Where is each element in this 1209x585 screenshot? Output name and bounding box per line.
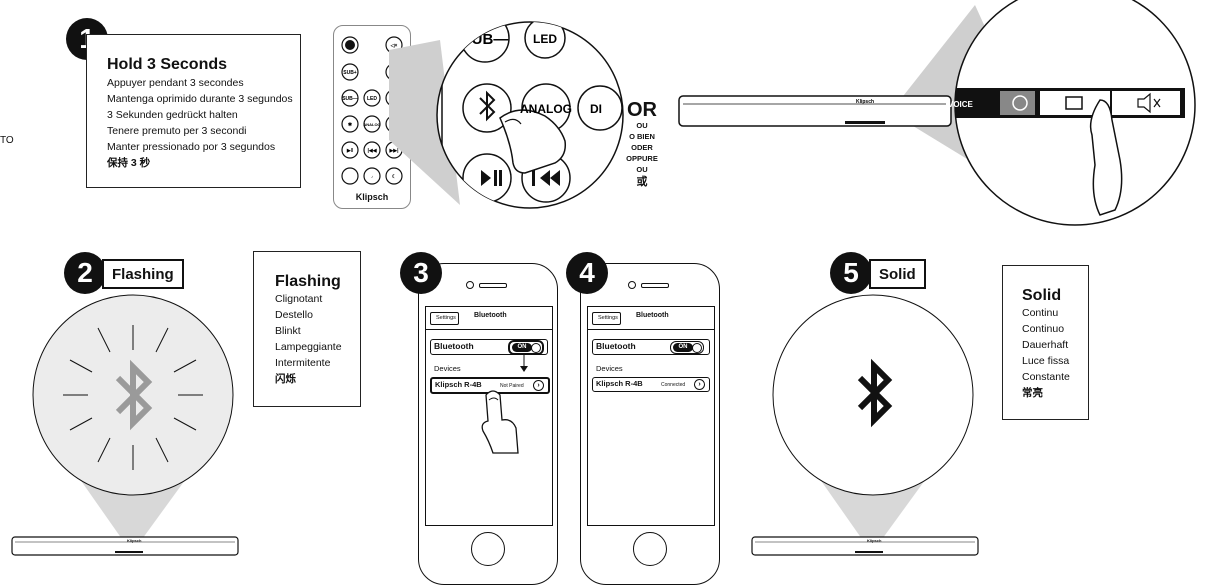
remote-optical: OPT bbox=[390, 122, 399, 127]
step2-es: Destello bbox=[275, 309, 313, 321]
step1-instruction-box: Hold 3 Seconds Appuyer pendant 3 seconde… bbox=[86, 34, 301, 188]
step2-tag: Flashing bbox=[102, 259, 184, 289]
step3-bluetooth-label: Bluetooth bbox=[434, 341, 474, 351]
step4-bluetooth-toggle[interactable]: ON bbox=[670, 341, 704, 354]
step3-bluetooth-toggle[interactable]: ON bbox=[508, 340, 544, 355]
step4-device-status: Connected bbox=[661, 382, 686, 388]
step2-fr: Clignotant bbox=[275, 293, 323, 305]
step5-translation-box: Solid Continu Continuo Dauerhaft Luce fi… bbox=[1002, 265, 1089, 420]
step5-de: Dauerhaft bbox=[1022, 339, 1069, 351]
step3-device-name: Klipsch R-4B bbox=[435, 380, 482, 389]
step5-number: 5 bbox=[830, 252, 872, 294]
step2-translation-box: Flashing Clignotant Destello Blinkt Lamp… bbox=[253, 251, 361, 407]
svg-text:▶‖: ▶‖ bbox=[346, 148, 354, 154]
svg-text:◀): ◀) bbox=[390, 96, 397, 102]
step3-bluetooth-row: Bluetooth ON bbox=[430, 339, 548, 355]
step5-pt: Constante bbox=[1022, 371, 1070, 383]
remote-buttons-graphic: SUB+ SUB— LED ANALOG OPT ◁× ◀) ◀) ✱ ▶‖ |◀◀ ▶… bbox=[341, 36, 403, 185]
soundbar-brand-top: Klipsch bbox=[856, 99, 874, 105]
step3-device-status: Not Paired bbox=[500, 383, 524, 389]
or-block: OR OU O BIEN ODER OPPURE OU 或 bbox=[620, 100, 664, 189]
step5-soundbar-brand: Klipsch bbox=[867, 538, 882, 543]
remote-brand: Klipsch bbox=[355, 192, 389, 202]
step4-bluetooth-row: Bluetooth ON bbox=[592, 339, 710, 355]
step4-toggle-on-text: ON bbox=[673, 343, 693, 352]
step1-line-es: Mantenga oprimido durante 3 segundos bbox=[107, 93, 293, 105]
step3-nav-title: Bluetooth bbox=[474, 312, 507, 319]
step2-de: Blinkt bbox=[275, 325, 301, 337]
step3-settings-back-button[interactable]: Settings bbox=[430, 312, 459, 325]
zoom-led-label: LED bbox=[533, 32, 557, 46]
step5-it: Luce fissa bbox=[1022, 355, 1070, 367]
step3-toggle-on-text: ON bbox=[512, 343, 532, 352]
remote-analog: ANALOG bbox=[363, 122, 380, 127]
zoom-digital-label: DI bbox=[590, 102, 602, 116]
panel-voice-label: VOICE bbox=[948, 100, 974, 109]
step1-line-de: 3 Sekunden gedrückt halten bbox=[107, 109, 238, 121]
step4-screen: Settings Bluetooth Bluetooth ON Devices … bbox=[587, 306, 715, 526]
remote-control: SUB+ SUB— LED ANALOG OPT ◁× ◀) ◀) ✱ ▶‖ |◀◀ ▶… bbox=[333, 25, 411, 209]
step5-es: Continuo bbox=[1022, 323, 1065, 335]
step1-line-zh: 保持 3 秒 bbox=[107, 157, 151, 169]
step2-box-title: Flashing bbox=[275, 273, 341, 290]
or-es: O BIEN bbox=[629, 132, 655, 141]
step3-screen: Settings Bluetooth Bluetooth ON Devices … bbox=[425, 306, 553, 526]
step4-settings-back-button[interactable]: Settings bbox=[592, 312, 621, 325]
svg-text:◀): ◀) bbox=[390, 70, 397, 76]
step5-box-title: Solid bbox=[1022, 287, 1062, 304]
step2-it: Lampeggiante bbox=[275, 341, 342, 353]
step3-number: 3 bbox=[400, 252, 442, 294]
step3-phone: Settings Bluetooth Bluetooth ON Devices … bbox=[418, 263, 558, 585]
step4-phone: Settings Bluetooth Bluetooth ON Devices … bbox=[580, 263, 720, 585]
or-main: OR bbox=[627, 99, 657, 121]
step3-devices-header: Devices bbox=[434, 364, 461, 373]
or-fr: OU bbox=[636, 121, 648, 130]
svg-text:|◀◀: |◀◀ bbox=[367, 148, 376, 154]
step4-chevron-icon: › bbox=[694, 379, 705, 390]
or-it: OPPURE bbox=[626, 154, 658, 163]
step4-bluetooth-label: Bluetooth bbox=[596, 341, 636, 351]
zoom-sub-minus-label: SUB— bbox=[462, 31, 509, 48]
step1-translations: Appuyer pendant 3 secondes Mantenga opri… bbox=[107, 75, 293, 171]
svg-text:☾: ☾ bbox=[392, 174, 396, 180]
edge-text-fragment: TO bbox=[0, 135, 14, 146]
remote-sub-plus: SUB+ bbox=[343, 70, 357, 76]
step4-number: 4 bbox=[566, 252, 608, 294]
svg-text:▶▶|: ▶▶| bbox=[388, 148, 399, 154]
or-pt: OU bbox=[636, 165, 648, 174]
step5-zh: 常亮 bbox=[1022, 387, 1043, 399]
step5-fr: Continu bbox=[1022, 307, 1059, 319]
svg-text:✱: ✱ bbox=[348, 122, 353, 128]
step2-zh: 闪烁 bbox=[275, 373, 296, 385]
step2-number: 2 bbox=[64, 252, 106, 294]
step1-line-it: Tenere premuto per 3 secondi bbox=[107, 125, 247, 137]
or-de: ODER bbox=[631, 143, 653, 152]
step4-nav-title: Bluetooth bbox=[636, 312, 669, 319]
remote-led: LED bbox=[367, 96, 377, 102]
step2-soundbar-brand: Klipsch bbox=[127, 538, 142, 543]
svg-text:◁×: ◁× bbox=[390, 43, 398, 49]
step1-line-fr: Appuyer pendant 3 secondes bbox=[107, 77, 244, 89]
step3-chevron-icon: › bbox=[533, 380, 544, 391]
step4-device-name: Klipsch R-4B bbox=[596, 379, 643, 388]
step3-device-row[interactable]: Klipsch R-4B Not Paired › bbox=[430, 377, 550, 394]
step4-device-row[interactable]: Klipsch R-4B Connected › bbox=[592, 377, 710, 392]
zoom-analog-label: ANALOG bbox=[520, 102, 572, 116]
step1-line-pt: Manter pressionado por 3 segundos bbox=[107, 141, 276, 153]
remote-sub-minus: SUB— bbox=[342, 96, 358, 102]
svg-text:♪: ♪ bbox=[371, 174, 373, 179]
step1-title: Hold 3 Seconds bbox=[107, 56, 228, 73]
step2-pt: Intermitente bbox=[275, 357, 331, 369]
or-zh: 或 bbox=[636, 176, 648, 188]
step4-devices-header: Devices bbox=[596, 364, 623, 373]
step5-tag: Solid bbox=[869, 259, 926, 289]
